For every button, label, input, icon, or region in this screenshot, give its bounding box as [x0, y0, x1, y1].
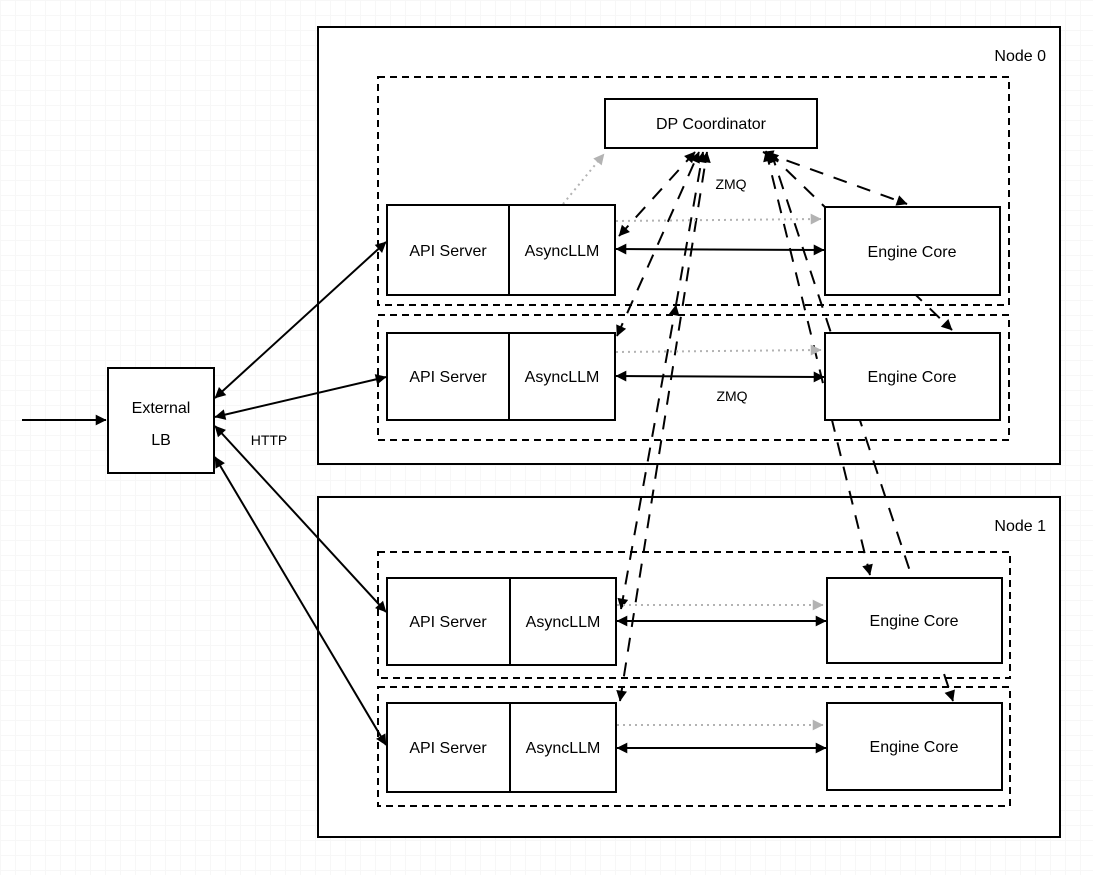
zmq-label-top: ZMQ [715, 176, 746, 192]
async-llm-label-n1r0: AsyncLLM [526, 614, 601, 631]
engine-core-label-n0r1: Engine Core [868, 369, 957, 386]
async-llm-label-n1r1: AsyncLLM [526, 740, 601, 757]
external-lb-label-line1: External [132, 400, 191, 417]
edge-async-engine-dotted-n0r1 [615, 344, 822, 356]
async-llm-label-n0r0: AsyncLLM [525, 243, 600, 260]
api-async-box-n1r1 [386, 702, 617, 793]
engine-core-label-n0r0: Engine Core [868, 244, 957, 261]
async-llm-label-n0r1: AsyncLLM [525, 369, 600, 386]
node0-replica0-group [377, 76, 1010, 306]
api-server-label-n0r0: API Server [409, 243, 487, 260]
engine-core-box-n1r1 [826, 702, 1003, 791]
edge-lb-api-n0r1 [214, 374, 387, 420]
api-server-label-n1r0: API Server [409, 614, 487, 631]
engine-core-label-n1r1: Engine Core [870, 739, 959, 756]
api-server-label-n0r1: API Server [409, 369, 487, 386]
node0-label: Node 0 [994, 48, 1046, 65]
dp-coordinator-box [604, 98, 818, 149]
api-server-label-n1r1: API Server [409, 740, 487, 757]
engine-core-box-n1r0 [826, 577, 1003, 664]
api-async-box-n0r0 [386, 204, 616, 296]
engine-core-box-n0r1 [824, 332, 1001, 421]
external-lb-box [107, 367, 215, 474]
zmq-label-mid: ZMQ [716, 388, 747, 404]
node1-label: Node 1 [994, 518, 1046, 535]
external-lb-label-line2: LB [151, 432, 171, 449]
edge-async-engine-n0r0 [615, 243, 825, 256]
edge-lb-api-n1r1 [214, 456, 387, 746]
edge-dp-async-n1r1 [616, 151, 711, 702]
edge-async-engine-dotted-n0r0 [615, 213, 822, 225]
edge-lb-api-n0r0 [214, 241, 387, 399]
api-async-box-n1r0 [386, 577, 617, 666]
dp-coordinator-label: DP Coordinator [656, 116, 767, 133]
api-async-box-n0r1 [386, 332, 616, 421]
engine-core-box-n0r0 [824, 206, 1001, 296]
edge-async-engine-n0r1 [615, 370, 825, 383]
engine-core-label-n1r0: Engine Core [870, 613, 959, 630]
http-label: HTTP [251, 432, 288, 448]
